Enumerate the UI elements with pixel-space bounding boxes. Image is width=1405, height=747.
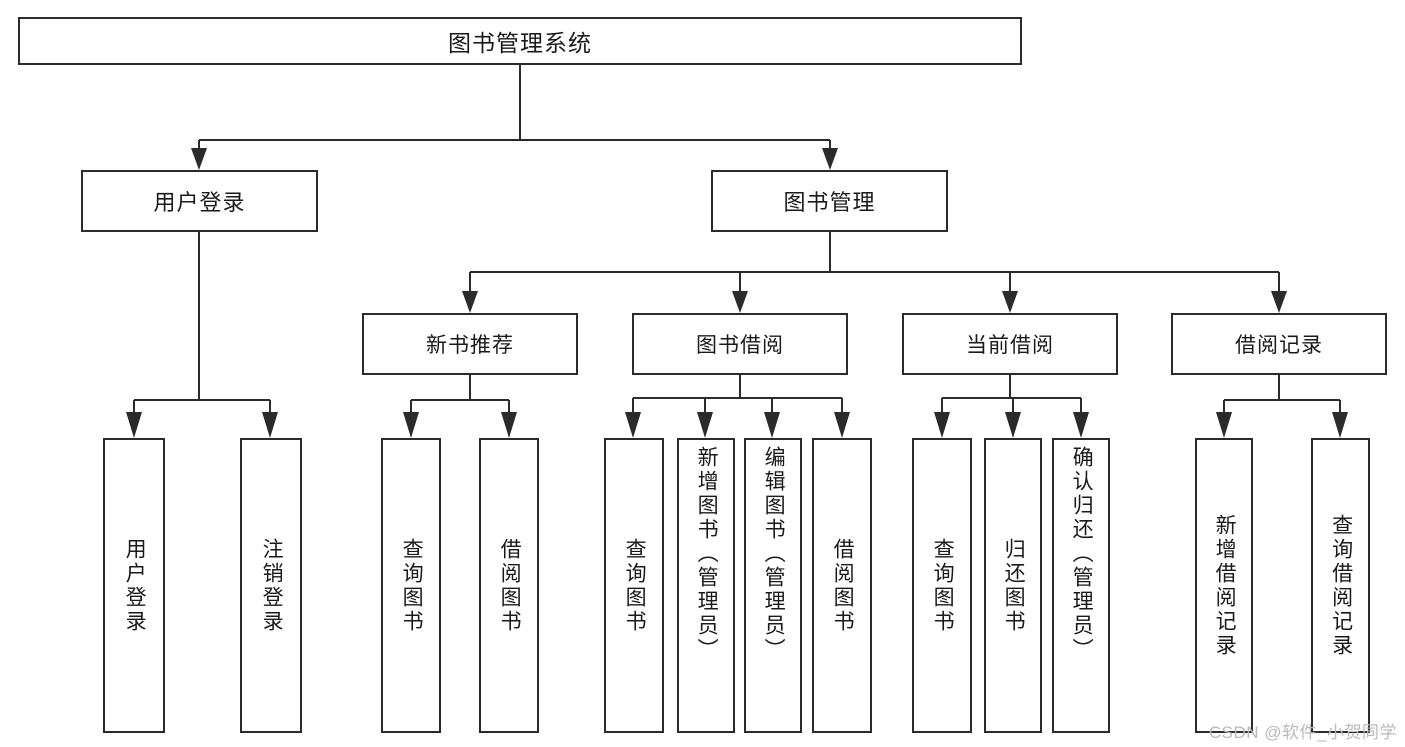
arrowhead-l3-3 [1002,291,1018,313]
node-label: 借阅记录 [1235,334,1323,357]
node-user-login[interactable]: 用户登录 [81,170,318,232]
node-label: 查询借阅记录 [1329,513,1353,658]
leaf-logout[interactable]: 注销登录 [240,438,302,733]
node-label: 新增借阅记录 [1213,513,1237,658]
arrowhead-leaf-return-book [1005,412,1021,438]
leaf-add-borrow-record[interactable]: 新增借阅记录 [1195,438,1253,733]
arrowhead-leaf-borrow-book-2 [834,412,850,438]
node-borrow-record[interactable]: 借阅记录 [1171,313,1387,375]
arrowhead-book-mgmt [822,148,838,170]
node-label: 借阅图书 [831,537,855,634]
node-label: 确认归还（管理员） [1070,446,1094,662]
leaf-borrow-book-recommend[interactable]: 借阅图书 [479,438,539,733]
arrowhead-leaf-user-login [126,412,142,438]
node-current-borrow[interactable]: 当前借阅 [902,313,1118,375]
arrowhead-l3-1 [462,291,478,313]
arrowhead-leaf-add-record [1216,412,1232,438]
arrowhead-leaf-query-book-3 [934,412,950,438]
node-label: 新书推荐 [426,334,514,357]
node-label: 当前借阅 [966,334,1054,357]
node-label: 借阅图书 [498,537,522,634]
node-label: 查询图书 [623,537,647,634]
leaf-edit-book-admin[interactable]: 编辑图书（管理员） [744,438,802,733]
node-label: 归还图书 [1002,537,1026,634]
arrowhead-leaf-logout [262,412,278,438]
arrowhead-l3-4 [1271,291,1287,313]
node-label: 注销登录 [260,537,284,634]
node-root-book-management-system[interactable]: 图书管理系统 [18,17,1022,65]
arrowhead-l3-2 [732,291,748,313]
node-label: 编辑图书（管理员） [762,446,786,662]
watermark-text: CSDN @软件_小贺同学 [1208,723,1397,742]
arrowhead-user-login [191,148,207,170]
node-label: 图书借阅 [696,334,784,357]
arrowhead-leaf-query-book-2 [625,412,641,438]
leaf-query-borrow-record[interactable]: 查询借阅记录 [1311,438,1370,733]
leaf-confirm-return-admin[interactable]: 确认归还（管理员） [1052,438,1110,733]
arrowhead-leaf-query-book-1 [403,412,419,438]
arrowhead-leaf-edit-book [764,412,780,438]
node-new-book-recommend[interactable]: 新书推荐 [362,313,578,375]
node-label: 新增图书（管理员） [695,446,719,662]
arrowhead-leaf-confirm-return [1073,412,1089,438]
node-label: 用户登录 [153,190,246,215]
leaf-query-book-borrow[interactable]: 查询图书 [604,438,664,733]
node-label: 查询图书 [931,537,955,634]
leaf-user-login[interactable]: 用户登录 [103,438,165,733]
leaf-add-book-admin[interactable]: 新增图书（管理员） [677,438,735,733]
leaf-query-book-recommend[interactable]: 查询图书 [381,438,441,733]
node-label: 查询图书 [400,537,424,634]
node-label: 图书管理系统 [448,30,592,56]
node-label: 用户登录 [123,537,147,634]
node-book-borrow[interactable]: 图书借阅 [632,313,848,375]
leaf-borrow-book-borrow[interactable]: 借阅图书 [812,438,872,733]
leaf-return-book[interactable]: 归还图书 [984,438,1042,733]
arrowhead-leaf-borrow-book-1 [501,412,517,438]
node-book-management[interactable]: 图书管理 [711,170,948,232]
leaf-query-book-current[interactable]: 查询图书 [912,438,972,733]
arrowhead-leaf-query-record [1332,412,1348,438]
node-label: 图书管理 [783,190,876,215]
arrowhead-leaf-add-book [697,412,713,438]
